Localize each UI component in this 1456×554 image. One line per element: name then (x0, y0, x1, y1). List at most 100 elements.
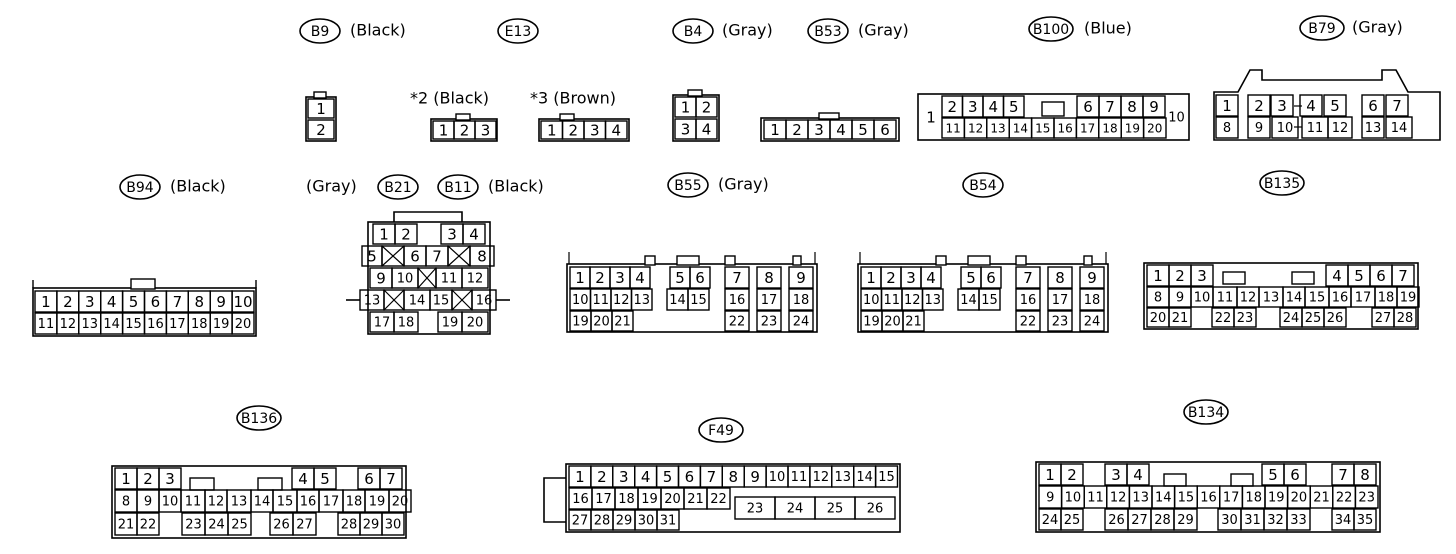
locking-tab (818, 112, 840, 120)
connector-color: (Black) (170, 177, 226, 196)
pin-cell (1047, 310, 1073, 332)
pin-number: 14 (1286, 291, 1303, 306)
locking-tab (257, 477, 283, 491)
pin-number: 13 (990, 122, 1005, 136)
pin-number: 4 (988, 98, 998, 116)
pin-cell (1361, 94, 1385, 117)
pin-cell (158, 467, 182, 490)
pin-number: 12 (1110, 491, 1127, 506)
pin-number: 3 (1277, 97, 1287, 115)
pin-number: 12 (467, 272, 484, 287)
pin-cell (1168, 307, 1192, 328)
pin-number: 14 (669, 293, 686, 308)
pin-cell (630, 288, 653, 311)
pin-number: 10 (863, 293, 880, 308)
pin-number: 8 (194, 293, 204, 311)
pin-number: 34 (1335, 513, 1352, 528)
pin-cell (1327, 116, 1353, 139)
pin-number: 4 (298, 470, 308, 488)
pin-number: 6 (1368, 97, 1378, 115)
pin-number: 18 (1245, 491, 1262, 506)
pin-cell (1353, 508, 1377, 531)
locking-tab (189, 477, 215, 491)
connector-id: B100 (1033, 22, 1069, 38)
connector-id: B55 (674, 178, 701, 194)
pin-number: 12 (1332, 121, 1349, 136)
pin-cell (307, 98, 335, 119)
connector-id-badge (1028, 16, 1074, 42)
pin-number: 2 (886, 269, 896, 287)
connector-id: B134 (1188, 405, 1224, 421)
pin-number: 16 (1200, 491, 1217, 506)
pin-number: 13 (1132, 491, 1149, 506)
pin-number: 2 (597, 468, 607, 486)
pin-cell (1385, 116, 1413, 139)
pin-number: 6 (151, 293, 161, 311)
pin-number: 5 (367, 248, 377, 266)
pin-number: 13 (633, 293, 650, 308)
pin-cell (921, 288, 944, 311)
pin-number: 11 (883, 293, 900, 308)
pin-number: 9 (750, 468, 760, 486)
pin-cell (388, 489, 412, 513)
pin-cell (1015, 266, 1041, 289)
pin-number: 18 (618, 492, 635, 507)
connector-color: (Black) (488, 177, 544, 196)
pin-number: 16 (147, 317, 164, 332)
pin-number: 15 (981, 293, 998, 308)
pin-number: 6 (410, 248, 420, 266)
pin-number: 7 (1338, 466, 1348, 484)
pin-number: 11 (441, 272, 458, 287)
pin-number: 14 (1013, 122, 1028, 136)
connector-color: (Black) (350, 21, 406, 40)
locking-tab (1163, 473, 1187, 487)
pin-number: 27 (1375, 311, 1392, 326)
pin-number: 3 (165, 470, 175, 488)
pin-number: 16 (1020, 293, 1037, 308)
pin-number: 19 (369, 495, 386, 510)
pin-number: 19 (213, 317, 230, 332)
pin-number: 23 (1052, 315, 1069, 330)
pin-number: 1 (547, 122, 557, 140)
pin-number: 4 (611, 122, 621, 140)
pin-number: 5 (1330, 97, 1340, 115)
pin-number: 21 (1313, 491, 1330, 506)
pin-number: 5 (129, 293, 139, 311)
connector-id-badge (1183, 399, 1229, 425)
pin-number: 15 (1309, 291, 1326, 306)
connector-id-badge (119, 174, 161, 200)
pin-number: 28 (1154, 513, 1171, 528)
pin-cell (788, 266, 814, 289)
pin-number: 14 (960, 293, 977, 308)
pin-cell (1323, 307, 1347, 328)
pin-number: 9 (1087, 269, 1097, 287)
locking-tab (792, 255, 802, 266)
pin-number: 2 (702, 99, 712, 117)
connector-id: B54 (969, 178, 997, 194)
connector-outline (566, 263, 818, 333)
pin-number: 9 (1176, 291, 1184, 306)
connector-id-badge (667, 172, 709, 198)
pin-number: 24 (1042, 513, 1059, 528)
pin-number: 24 (793, 315, 810, 330)
pin-number: 4 (469, 226, 479, 244)
pin-cell (695, 118, 718, 140)
pin-number: 10 (162, 495, 179, 510)
pin-number: 9 (216, 293, 226, 311)
pin-cell (902, 310, 925, 332)
pin-number: 9 (1255, 121, 1263, 136)
pin-cell (1215, 94, 1239, 117)
pin-number: 11 (185, 495, 202, 510)
pin-number: 29 (616, 514, 633, 529)
pin-number: 21 (614, 315, 631, 330)
pin-number: 1 (1153, 267, 1163, 285)
pin-number: 10 (1194, 291, 1211, 306)
pin-number: 13 (364, 294, 381, 309)
